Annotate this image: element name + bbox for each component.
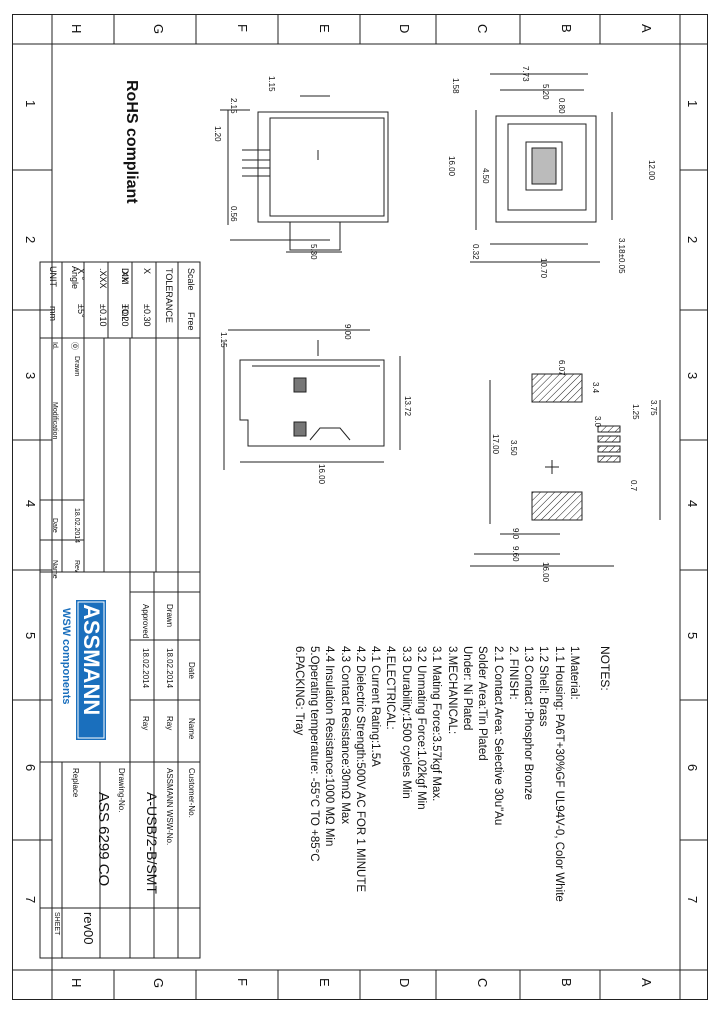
dim-label: 0.7	[629, 480, 638, 492]
rev-mod-header: Modification	[51, 402, 58, 440]
rev-name-header: Name	[51, 560, 58, 579]
dim-label: 2.15	[229, 98, 238, 114]
dim-header: DIM	[120, 268, 130, 285]
dim-label: 7.73	[521, 66, 530, 82]
note-line: 1.2 Shell: Brass	[537, 646, 550, 727]
tolerance-label: TOLERANCE	[164, 268, 174, 323]
note-line: 2.1 Contact Area: Selective 30u"Au	[491, 646, 504, 826]
note-line: 3.1 Mating Force:3.57kgf Max.	[430, 646, 443, 802]
notes-title: NOTES:	[598, 646, 612, 691]
unit-label: UNIT	[48, 266, 58, 287]
rohs-label: RoHS compliant	[123, 80, 140, 204]
dim-label: 5.20	[541, 84, 550, 100]
tol-key: X	[142, 268, 152, 275]
rev-id: ⓪	[70, 342, 79, 350]
note-line: 4.1 Current Rating:1.5A	[369, 646, 382, 767]
dim-label: 10.70	[539, 258, 548, 279]
dim-label: 3.75	[649, 400, 658, 416]
dim-label: 16.00	[541, 562, 550, 583]
note-line: Under: Ni Plated	[460, 646, 473, 731]
dim-label: 3.18±0.05	[617, 238, 626, 274]
customer-label: Customer-No.	[187, 768, 196, 818]
dim-label: 9.60	[511, 546, 520, 562]
angle-label: Angle	[70, 266, 80, 290]
note-line: Solder Area:Tin Plated	[476, 646, 489, 761]
revision: rev00	[81, 912, 96, 945]
note-line: 3.MECHANICAL:	[445, 646, 458, 735]
dim-label: 4.50	[481, 168, 490, 184]
note-line: 4.4 Insulation Resistance:1000 MΩ Min	[323, 646, 336, 847]
dim-label: 16.00	[447, 156, 456, 177]
note-line: 4.ELECTRICAL:	[384, 646, 397, 730]
note-line: 4.3 Contact Resistance:30mΩ Max	[338, 646, 351, 824]
note-line: 3.3 Durability:1500 cycles Min	[399, 646, 412, 799]
rev-name: Rev	[73, 560, 80, 573]
rev-id-header: Id.	[51, 342, 58, 350]
dim-label: 12.00	[647, 160, 656, 181]
dim-label: 6.07	[557, 360, 566, 376]
scale-label: Scale	[186, 268, 196, 291]
dim-label: 1.20	[213, 126, 222, 142]
dim-label: 1.15	[219, 332, 228, 348]
note-line: 1.Material:	[568, 646, 580, 700]
dim-label: 17.00	[491, 434, 500, 455]
dim-label: 3.4	[591, 382, 600, 394]
drawn-name: Ray	[165, 716, 174, 731]
note-line: 4.2 Dielectric Strength:500V AC FOR 1 MI…	[353, 646, 366, 893]
rev-mod: Drawn	[73, 356, 80, 377]
dim-label: 3.0	[593, 416, 602, 428]
dim-label: 0.80	[557, 98, 566, 114]
tol-header: TOL	[120, 304, 130, 322]
scale-value: Free	[186, 312, 196, 331]
dim-label: 0.32	[471, 244, 480, 260]
drawing-label: Drawing-No.	[117, 768, 126, 813]
logo-main: ASSMANN	[79, 604, 104, 716]
approved-name: Ray	[141, 716, 150, 731]
replace-label: Replace	[71, 768, 80, 798]
logo-sub: WSW components	[60, 608, 72, 705]
drawn-label: Drawn	[165, 604, 174, 628]
date-label: Date	[187, 662, 196, 679]
tol-value: ±5°	[76, 304, 86, 318]
unit-value: mm	[48, 306, 58, 321]
note-line: 5.Operating temperature: -55°C TO +85°C	[307, 646, 320, 862]
wsw-number: A-USB/2-B/SMT	[144, 792, 160, 894]
dim-label: 9.00	[343, 324, 352, 340]
dim-label: 16.00	[317, 464, 326, 485]
approved-label: Approved	[141, 604, 150, 639]
dim-label: 1.58	[451, 78, 460, 94]
dim-label: 3.50	[509, 440, 518, 456]
tol-key: .XXX	[98, 268, 108, 289]
dim-label: 1.15	[267, 76, 276, 92]
drawn-date: 18.02.2014	[165, 648, 174, 689]
drawing-number: ASS 6299 CO	[95, 792, 112, 887]
dim-label: 0.56	[229, 206, 238, 222]
wsw-label: ASSMANN WSW-No.	[165, 768, 174, 846]
rev-date: 18.02.2014	[73, 508, 80, 544]
dim-label: 13.72	[403, 396, 412, 417]
approved-date: 18.02.2014	[141, 648, 150, 689]
note-line: 1.3 Contact :Phosphor Bronze	[522, 646, 535, 801]
dim-label: 5.30	[309, 244, 318, 260]
tol-value: ±0.10	[98, 304, 108, 327]
sheet-label: SHEET	[53, 912, 60, 936]
tol-value: ±0.30	[142, 304, 152, 327]
note-line: 3.2 Unmating Force:1.02kgf Min	[415, 646, 427, 810]
note-line: 1.1 Housing: PA6T+30%GF UL94V-0, Color W…	[552, 646, 565, 902]
note-line: 6.PACKING: Tray	[292, 646, 305, 736]
rev-date-header: Date	[51, 518, 58, 533]
name-label: Name	[187, 718, 196, 740]
dim-label: 1.25	[631, 404, 640, 420]
dim-label: 9.0	[511, 528, 520, 540]
note-line: 2. FINISH:	[506, 646, 519, 700]
